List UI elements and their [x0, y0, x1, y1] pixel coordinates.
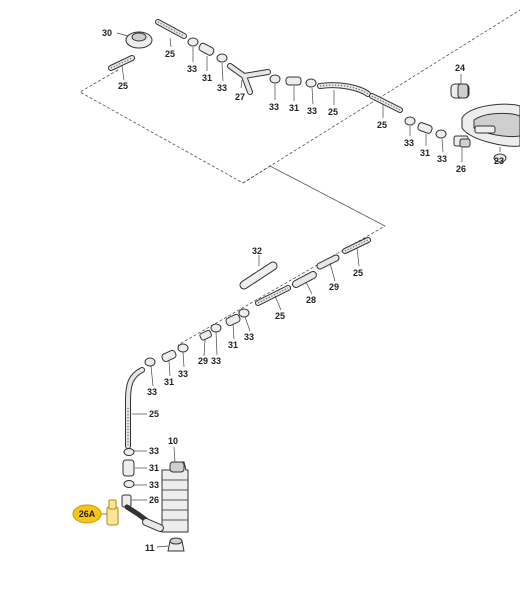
callout-24: 24	[455, 63, 465, 73]
callout-25: 25	[118, 81, 128, 91]
hose-part	[255, 285, 291, 306]
grommet-part	[125, 31, 153, 49]
highlighted-part-26A	[106, 499, 119, 526]
clamp-part	[187, 37, 199, 47]
callout-33: 33	[307, 106, 317, 116]
callout-33: 33	[149, 446, 159, 456]
callout-31: 31	[228, 340, 238, 350]
connector-part	[316, 254, 340, 270]
tube-part	[239, 261, 278, 290]
connector-part	[285, 76, 302, 86]
callout-33: 33	[437, 154, 447, 164]
connector-part	[417, 122, 433, 134]
clamp-part	[123, 448, 135, 456]
leader-lines	[98, 32, 501, 548]
callout-26: 26	[149, 495, 159, 505]
grommet-part	[167, 537, 185, 552]
callout-25: 25	[377, 120, 387, 130]
callout-32: 32	[252, 246, 262, 256]
clamp-part	[123, 480, 135, 488]
callout-25: 25	[149, 409, 159, 419]
y-piece-part	[227, 63, 271, 95]
connector-part	[292, 271, 317, 288]
callout-27: 27	[235, 92, 245, 102]
hose-part	[317, 82, 371, 97]
callout-33: 33	[217, 83, 227, 93]
clamp-part	[216, 53, 228, 63]
clamp-part	[177, 343, 189, 353]
callout-33: 33	[149, 480, 159, 490]
callout-28: 28	[306, 295, 316, 305]
callout-31: 31	[289, 103, 299, 113]
callout-33: 33	[244, 332, 254, 342]
callout-26A: 26A	[79, 509, 96, 519]
callout-31: 31	[420, 148, 430, 158]
callout-25: 25	[328, 107, 338, 117]
clamp-part	[210, 323, 222, 333]
clamp-part	[305, 78, 317, 88]
callout-31: 31	[149, 463, 159, 473]
connector-part	[225, 313, 241, 327]
callout-25: 25	[165, 49, 175, 59]
clamp-part	[238, 308, 250, 318]
callout-31: 31	[202, 73, 212, 83]
hose-part	[342, 237, 371, 254]
callout-25: 25	[353, 268, 363, 278]
callout-26A-badge	[72, 504, 102, 524]
cap-part	[450, 83, 470, 99]
callout-29: 29	[198, 356, 208, 366]
callout-11: 11	[145, 543, 155, 553]
washer-nozzle-part	[461, 103, 520, 163]
callout-25: 25	[275, 311, 285, 321]
clamp-part	[404, 116, 416, 126]
callout-30: 30	[102, 28, 112, 38]
callout-33: 33	[178, 369, 188, 379]
callout-23: 23	[494, 156, 504, 166]
fitting-part	[142, 518, 164, 532]
connector-part	[122, 459, 135, 477]
pump-part	[161, 461, 189, 533]
callout-10: 10	[168, 436, 178, 446]
hose-part	[125, 367, 145, 449]
check-valve-part	[121, 494, 149, 523]
callout-33: 33	[404, 138, 414, 148]
hose-part	[369, 93, 403, 113]
callout-29: 29	[329, 282, 339, 292]
hose-part	[155, 19, 187, 39]
callout-31: 31	[164, 377, 174, 387]
connector-part	[161, 349, 177, 363]
clamp-part	[435, 129, 447, 139]
clamp-part	[269, 74, 281, 84]
routing-outline-right	[242, 9, 520, 184]
callout-33: 33	[147, 387, 157, 397]
callout-33: 33	[187, 64, 197, 74]
routing-outline	[79, 69, 386, 346]
callout-26: 26	[456, 164, 466, 174]
clamp-part	[144, 357, 156, 367]
hose-part	[108, 55, 135, 71]
callout-33: 33	[211, 356, 221, 366]
check-valve-part	[453, 135, 471, 148]
callout-33: 33	[269, 102, 279, 112]
connector-part	[199, 329, 212, 341]
connector-part	[198, 42, 215, 56]
